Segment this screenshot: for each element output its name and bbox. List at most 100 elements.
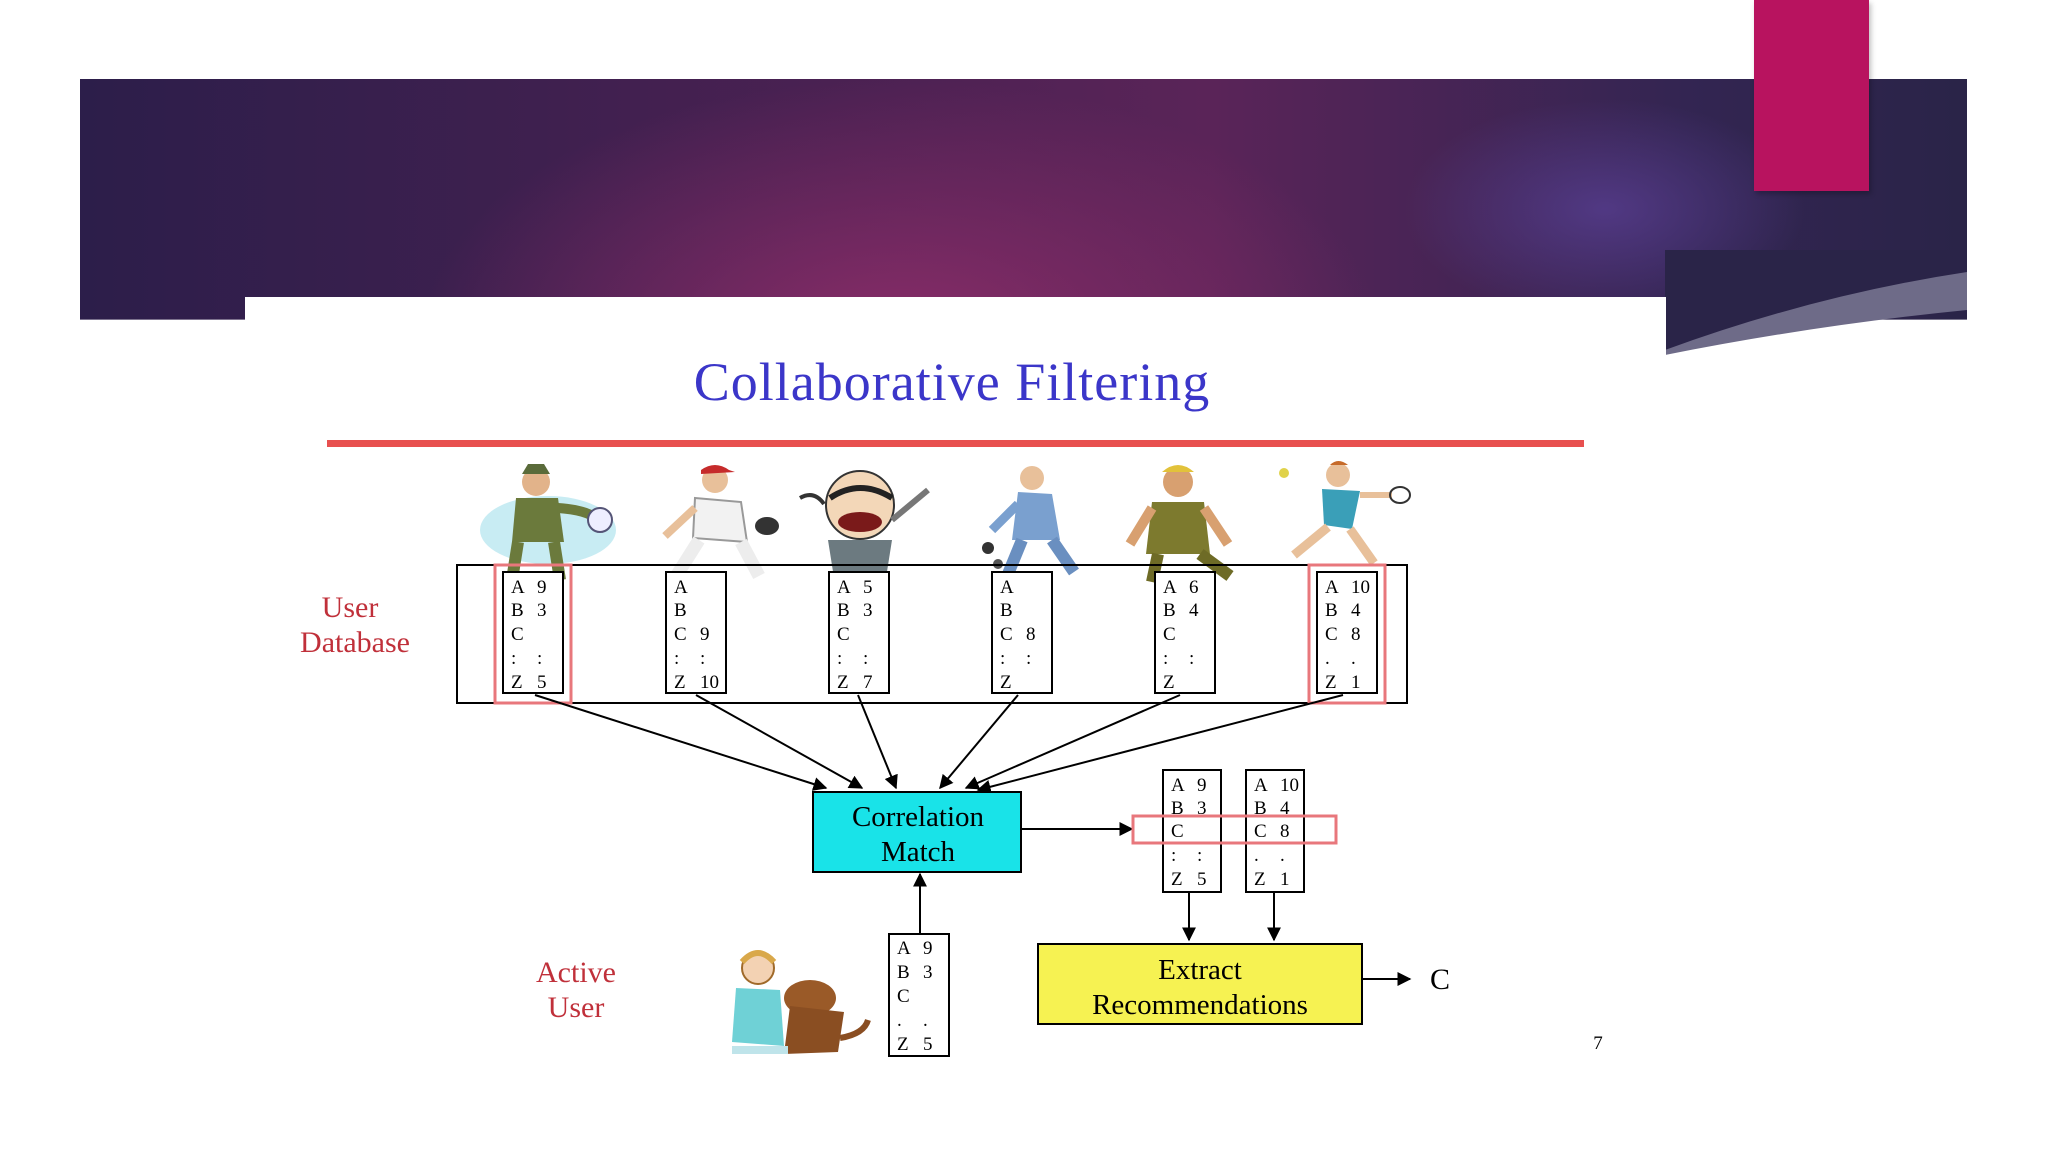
cell-item: : (837, 648, 842, 669)
user-database-label-line1: User (322, 591, 379, 624)
cell-rating: 3 (537, 600, 547, 621)
cell-item: A (1000, 577, 1014, 598)
extract-label-line2: Recommendations (1092, 989, 1308, 1021)
correlation-match-label-line1: Correlation (852, 801, 985, 833)
cell-item: B (511, 600, 524, 621)
cartoon-character-icon (799, 470, 930, 578)
cell-item: A (897, 938, 911, 959)
arrow-user-5 (964, 694, 1181, 790)
user-column-box (828, 571, 890, 694)
user-column-box (502, 571, 564, 694)
item-c-highlight (1131, 814, 1338, 845)
matched-column-box (1245, 769, 1305, 893)
cell-item: A (1171, 775, 1185, 796)
user-database-frame (456, 564, 1408, 704)
user-column-highlight (1307, 563, 1387, 705)
correlation-match-box (812, 791, 1022, 873)
database-arrows (534, 694, 1344, 794)
cell-item: C (1163, 624, 1176, 645)
cell-item: Z (1171, 869, 1183, 890)
cell-item: Z (1325, 672, 1337, 693)
cell-item: . (1254, 845, 1259, 866)
cell-rating: . (1351, 648, 1356, 669)
cell-item: : (511, 648, 516, 669)
baseball-player-icon (662, 465, 779, 582)
user-column-box (1154, 571, 1216, 694)
active-user-label-line1: Active (536, 956, 616, 989)
user-database-label-line2: Database (300, 626, 410, 659)
woman-with-dog-icon (732, 950, 871, 1054)
arrow-user-3 (857, 694, 898, 790)
cell-rating: 6 (1189, 577, 1199, 598)
user-column-highlight (493, 563, 573, 705)
cell-rating: 8 (1026, 624, 1036, 645)
cell-item: C (1254, 821, 1267, 842)
extract-label-line1: Extract (1158, 954, 1242, 986)
cell-item: : (674, 648, 679, 669)
cell-item: B (1171, 798, 1184, 819)
accent-tab (1754, 0, 1869, 191)
header-band-curve (1665, 250, 1967, 355)
cell-rating: : (1189, 648, 1194, 669)
cell-rating: 9 (923, 938, 933, 959)
cell-rating: 1 (1280, 869, 1290, 890)
cell-item: Z (511, 672, 523, 693)
cell-item: A (1325, 577, 1339, 598)
cell-rating: 3 (863, 600, 873, 621)
title-divider (327, 440, 1584, 447)
tennis-player-icon (1279, 461, 1411, 566)
cell-item: C (837, 624, 850, 645)
cell-item: A (1254, 775, 1268, 796)
cell-rating: 7 (863, 672, 873, 693)
cell-rating: : (1197, 845, 1202, 866)
cell-rating: 10 (1280, 775, 1299, 796)
cell-item: Z (1000, 672, 1012, 693)
user-column-box (991, 571, 1053, 694)
cell-item: B (837, 600, 850, 621)
active-user-ratings-box (888, 933, 950, 1057)
cell-item: B (1000, 600, 1013, 621)
cell-item: : (1163, 648, 1168, 669)
cell-rating: 5 (923, 1034, 933, 1055)
cell-rating: . (923, 1010, 928, 1031)
cell-item: B (1325, 600, 1338, 621)
cell-item: C (1171, 821, 1184, 842)
cell-rating: : (700, 648, 705, 669)
cell-item: C (1000, 624, 1013, 645)
cell-rating: 3 (1197, 798, 1207, 819)
user-column-box (665, 571, 727, 694)
cell-item: A (837, 577, 851, 598)
cell-rating: 5 (537, 672, 547, 693)
cell-rating: 8 (1351, 624, 1361, 645)
gardener-figure-icon (480, 464, 616, 581)
cell-item: B (1163, 600, 1176, 621)
active-user-label-line2: User (548, 991, 605, 1024)
cell-item: C (897, 986, 910, 1007)
cell-item: A (674, 577, 688, 598)
cell-item: A (1163, 577, 1177, 598)
slide-image-frame (245, 297, 1666, 1137)
cell-rating: 5 (863, 577, 873, 598)
cell-item: C (511, 624, 524, 645)
cell-item: A (511, 577, 525, 598)
cell-rating: : (863, 648, 868, 669)
cell-rating: 9 (1197, 775, 1207, 796)
cell-rating: 9 (700, 624, 710, 645)
cell-item: C (674, 624, 687, 645)
user-column-box (1316, 571, 1378, 694)
cell-rating: . (1280, 845, 1285, 866)
cell-rating: : (537, 648, 542, 669)
arrow-user-2 (695, 694, 864, 789)
cell-rating: 1 (1351, 672, 1361, 693)
cell-item: Z (1254, 869, 1266, 890)
cell-item: Z (837, 672, 849, 693)
